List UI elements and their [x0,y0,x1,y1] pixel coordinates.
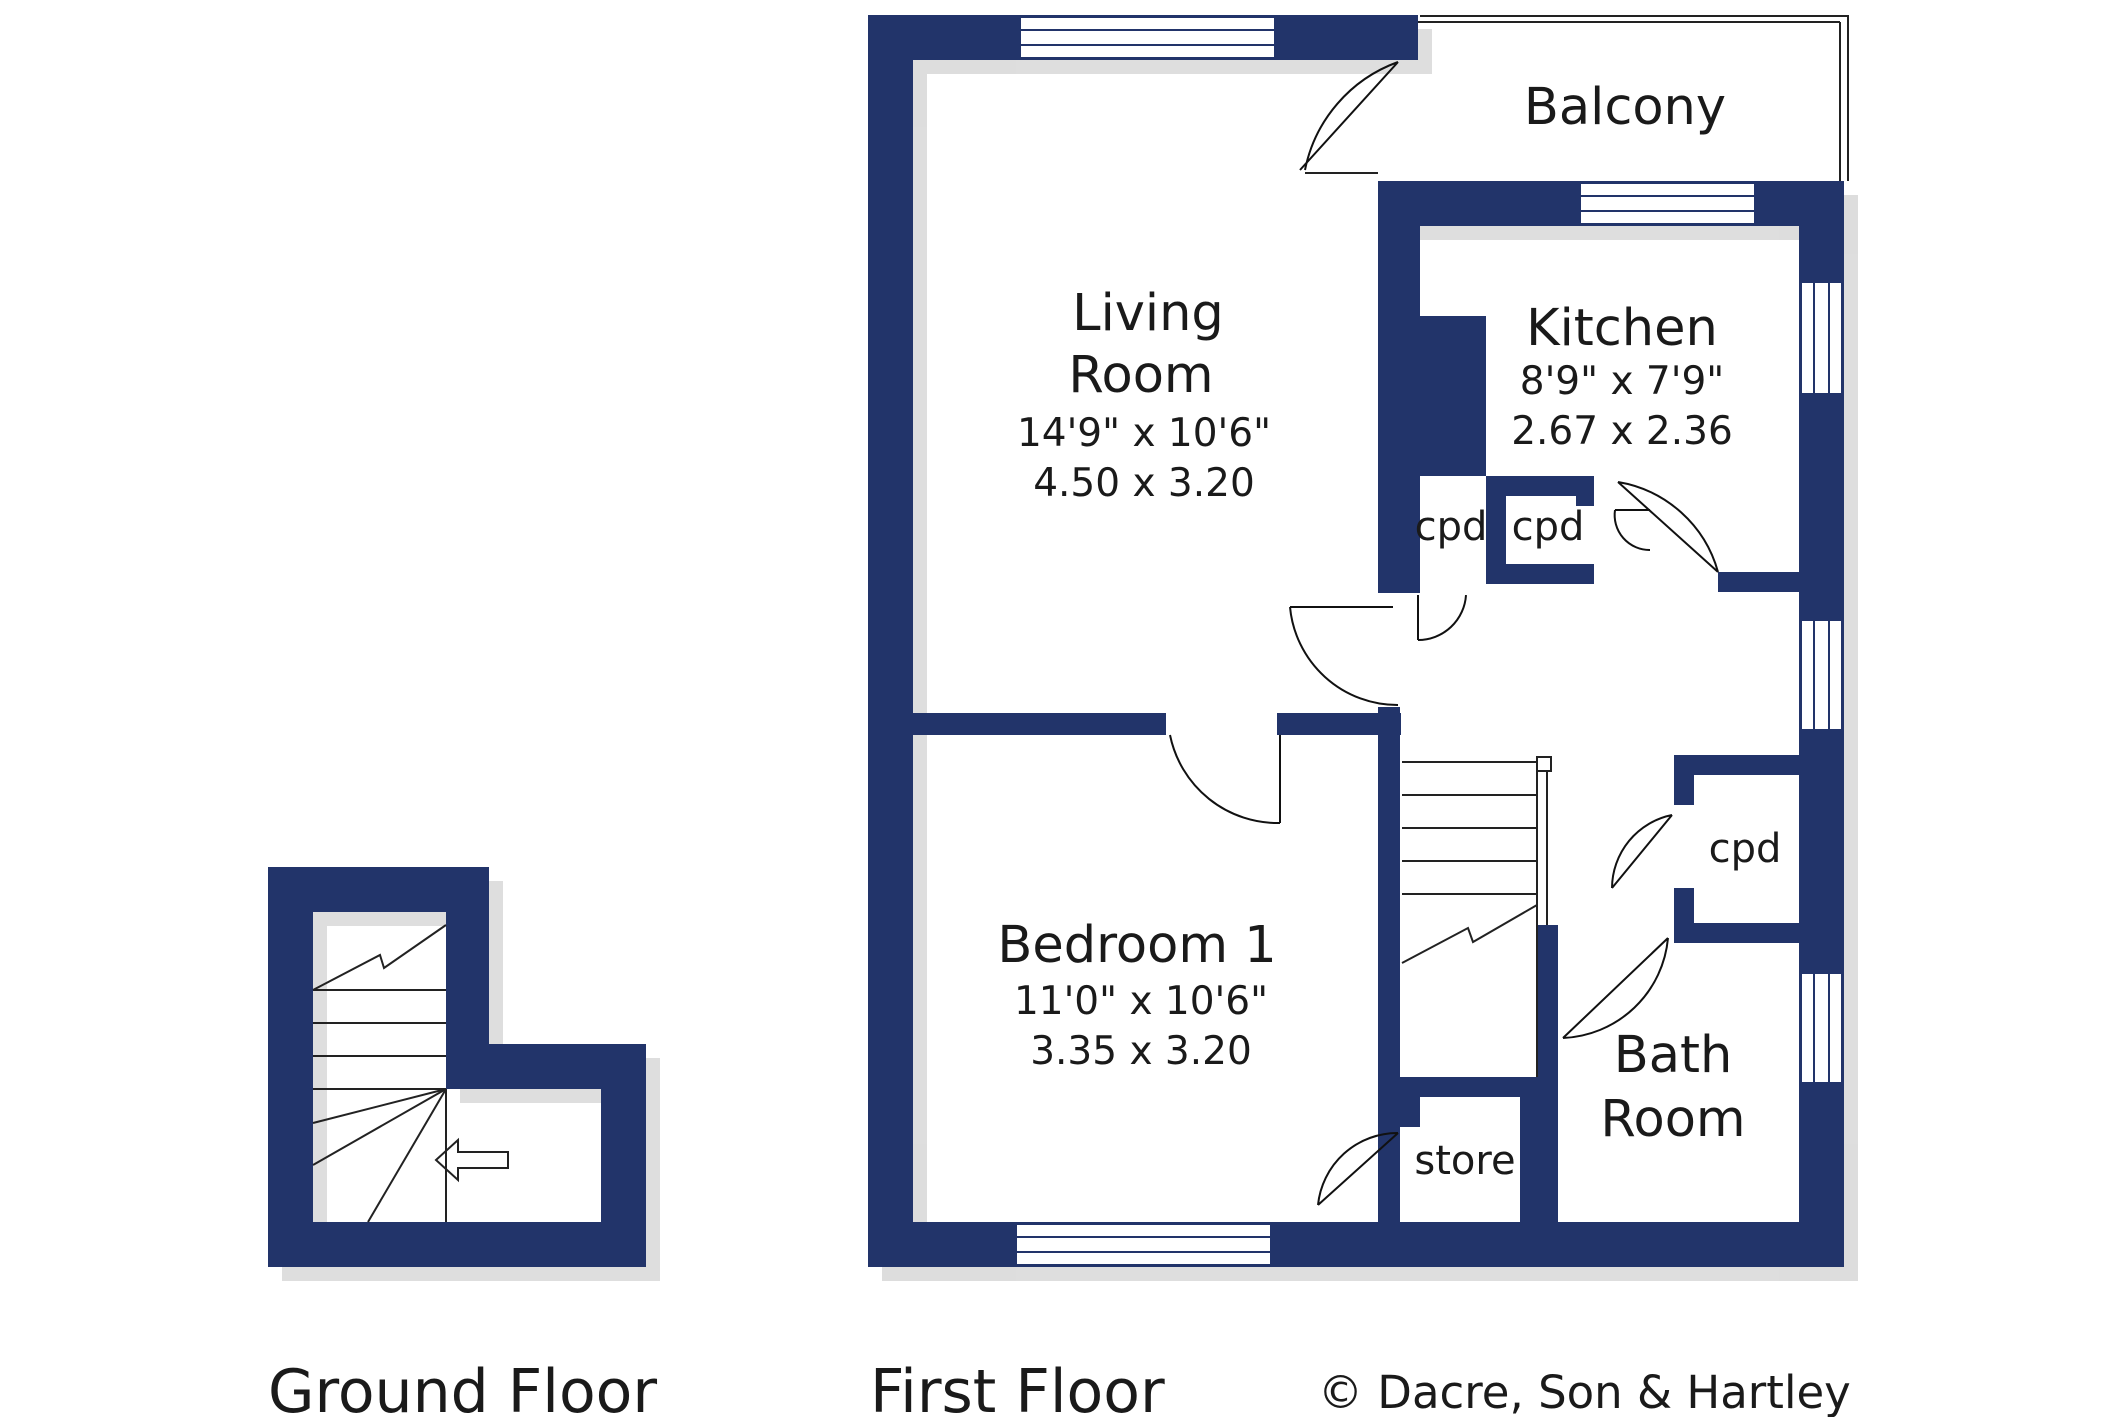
cpd-left-label: cpd [1415,504,1488,550]
stairs-icon [1401,756,1552,1077]
cpd-landing-label: cpd [1709,826,1782,872]
living-room-metric: 4.50 x 3.20 [1033,461,1255,506]
copyright-text: © Dacre, Son & Hartley [1318,1366,1851,1417]
balcony-label: Balcony [1524,78,1726,137]
living-room-imperial: 14'9" x 10'6" [1017,411,1271,456]
stairs-icon [312,924,447,1223]
kitchen-metric: 2.67 x 2.36 [1511,409,1733,454]
bathroom-label-line2: Room [1600,1090,1745,1149]
living-room-label: Living [1072,284,1224,343]
cpd-right-label: cpd [1512,504,1585,550]
room-labels: Balcony Living Room 14'9" x 10'6" 4.50 x… [997,78,1781,1184]
kitchen-imperial: 8'9" x 7'9" [1520,359,1724,404]
bedroom-1-metric: 3.35 x 3.20 [1030,1029,1252,1074]
balcony-outline [1420,15,1849,181]
store-label: store [1414,1138,1515,1184]
door-swings [1169,61,1719,1206]
ground-floor-walls [268,867,646,1267]
windows [1015,16,1843,1266]
ground-floor-plan [268,867,660,1281]
kitchen-label: Kitchen [1526,299,1718,358]
first-floor-caption: First Floor [870,1357,1165,1417]
ground-floor-caption: Ground Floor [268,1357,657,1417]
bedroom-1-imperial: 11'0" x 10'6" [1014,979,1268,1024]
arrow-left-icon [434,1137,509,1183]
bedroom-1-label: Bedroom 1 [997,916,1276,975]
bathroom-label: Bath [1614,1026,1733,1085]
first-floor-plan: Balcony Living Room 14'9" x 10'6" 4.50 x… [868,15,1858,1281]
living-room-label-line2: Room [1068,346,1213,405]
